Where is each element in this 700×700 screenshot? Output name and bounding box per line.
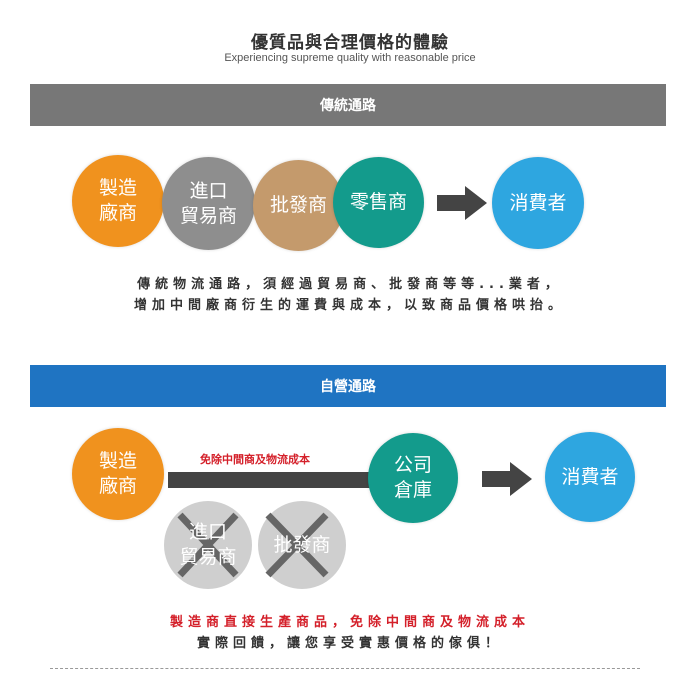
arrow-label: 免除中間商及物流成本 [200,453,310,466]
node-label: 廠商 [98,475,137,497]
cross-icon [265,512,329,578]
traditional-description-line-1: 傳統物流通路，須經過貿易商、批發商等等...業者， [137,277,563,292]
removed-node-wholesaler: 批發商 [258,501,346,589]
node-consumer: 消費者 [492,157,584,249]
node-label: 批發商 [273,533,331,556]
node-label: 製造 [98,177,137,199]
node-label: 廠商 [98,202,137,224]
cross-icon [177,512,239,578]
node-label: 批發商 [269,194,327,216]
node-retailer: 零售商 [333,157,424,248]
node-importer: 進口貿易商 [162,157,255,250]
node-label: 消費者 [509,191,567,214]
removed-node-importer: 進口貿易商 [164,501,252,589]
node-label: 進口 [189,179,228,202]
node-label: 倉庫 [393,479,432,501]
direct-closing: 實際回饋，讓您享受實惠價格的傢俱！ [196,636,503,651]
node-label: 公司 [393,454,432,476]
arrow-right-icon [482,462,532,496]
node-label: 進口 [188,521,227,543]
page-title: 優質品與合理價格的體驗 [251,33,449,53]
node-label: 貿易商 [179,546,237,568]
divider [50,668,640,669]
long-arrow-right-icon [168,463,398,497]
traditional-description-line-2: 增加中間廠商衍生的運費與成本，以致商品價格哄抬。 [133,298,566,313]
arrow-right-icon [437,186,487,220]
node-label: 製造 [98,450,137,472]
node-label: 零售商 [349,191,407,213]
direct-highlight: 製造商直接生產商品，免除中間商及物流成本 [169,615,530,630]
node-manufacturer: 製造廠商 [72,428,164,520]
direct-channel-banner: 自營通路 [30,365,666,407]
page-subtitle: Experiencing supreme quality with reason… [224,52,476,64]
node-warehouse: 公司倉庫 [368,433,458,523]
node-label: 消費者 [561,465,619,488]
node-consumer: 消費者 [545,432,635,522]
node-manufacturer: 製造廠商 [72,155,164,247]
traditional-channel-banner: 傳統通路 [30,84,666,126]
node-label: 貿易商 [179,204,237,227]
node-wholesaler: 批發商 [253,160,344,251]
